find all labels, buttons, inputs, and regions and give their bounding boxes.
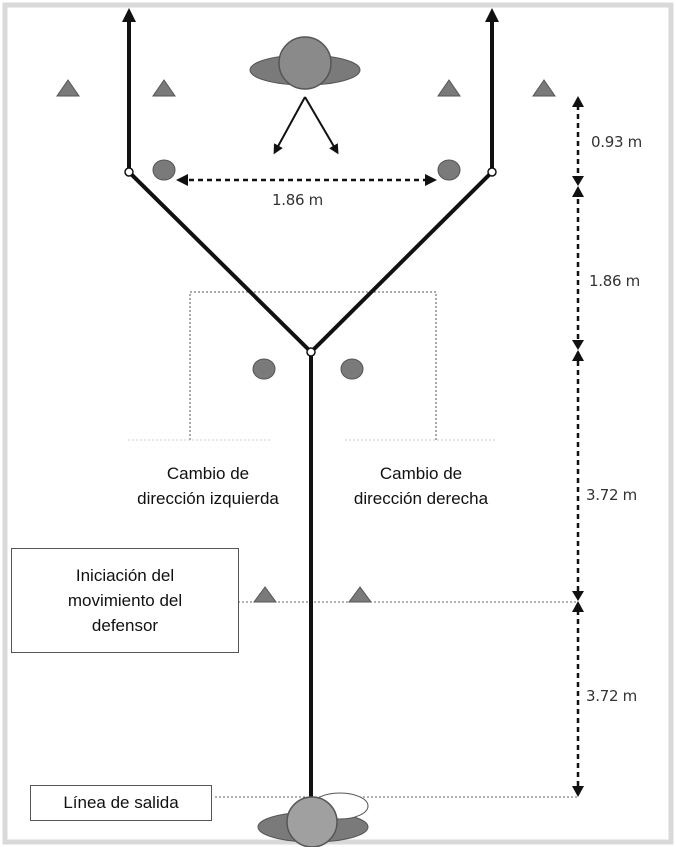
oval-markers (152, 159, 461, 380)
running-path (126, 20, 495, 799)
distance-label-segment-2: 1.86 m (589, 272, 640, 290)
triangle-cones (56, 79, 556, 603)
triangle-cone-icon (56, 79, 80, 97)
distance-label-segment-4: 3.72 m (586, 687, 637, 705)
arrow-down-icon (572, 591, 584, 601)
distance-label-segment-3: 3.72 m (586, 486, 637, 504)
oval-marker-icon (152, 159, 176, 181)
arrow-down-icon (572, 176, 584, 186)
arrow-up-icon (572, 601, 584, 612)
change-zone-box (189, 291, 437, 440)
arrow-up-icon (122, 8, 136, 22)
oval-marker-icon (252, 358, 276, 380)
arrow-up-icon (572, 96, 584, 107)
path-nodes (124, 167, 497, 357)
defender-icon (249, 36, 361, 155)
start-line-label: Línea de salida (30, 785, 212, 821)
triangle-cone-icon (437, 79, 461, 97)
athlete-icon (257, 792, 369, 847)
left-change-label: Cambio de dirección izquierda (137, 464, 279, 508)
arrow-right-icon (425, 174, 437, 186)
triangle-cone-icon (532, 79, 556, 97)
arrow-down-icon (572, 340, 584, 350)
arrow-left-icon (176, 174, 188, 186)
dimension-arrowheads (572, 96, 584, 797)
triangle-cone-icon (348, 586, 372, 603)
arrow-down-icon (572, 786, 584, 797)
cone-spacing-label: 1.86 m (272, 191, 323, 209)
triangle-cone-icon (152, 79, 176, 97)
arrow-up-icon (572, 350, 584, 361)
arrow-up-icon (572, 186, 584, 197)
triangle-cone-icon (253, 586, 277, 603)
right-change-label: Cambio de dirección derecha (353, 464, 489, 508)
arrow-up-icon (485, 8, 499, 22)
oval-marker-icon (340, 358, 364, 380)
defender-start-label: Iniciación del movimiento del defensor (11, 548, 239, 653)
distance-label-segment-1: 0.93 m (591, 133, 642, 151)
oval-marker-icon (437, 159, 461, 181)
